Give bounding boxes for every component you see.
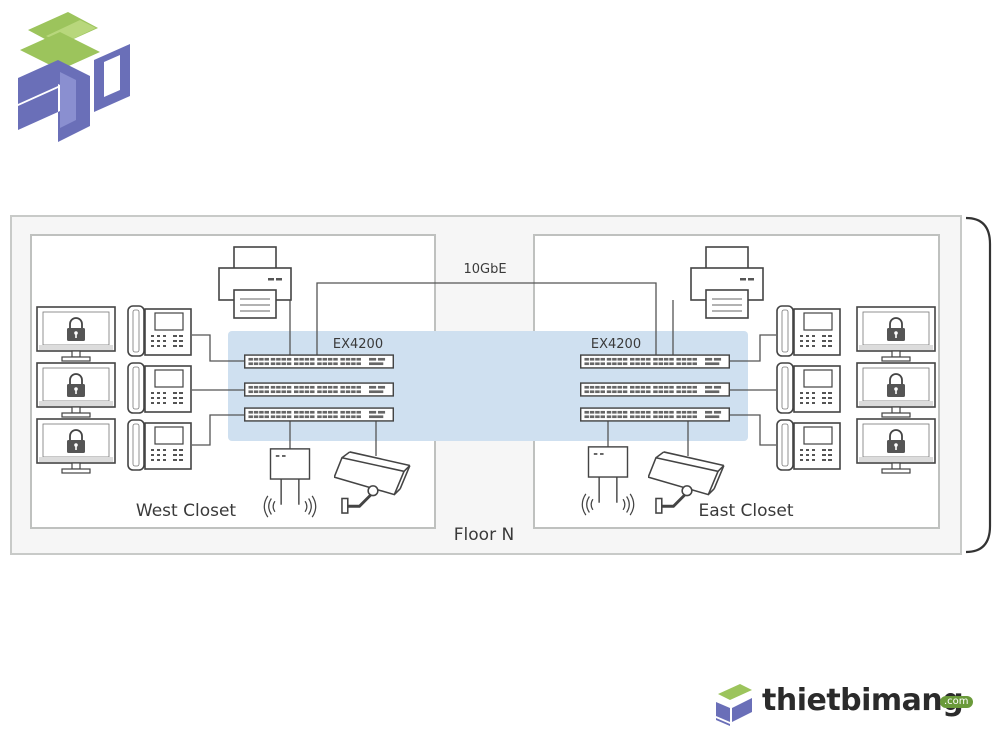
brand-mark-icon [716,684,752,726]
east-switch-3 [580,407,730,422]
brand-name: thietbimang [762,683,964,718]
east-phone-3-icon [776,419,841,471]
east-switch-2 [580,382,730,397]
floor-label: Floor N [454,525,514,545]
east-closet-label: East Closet [698,501,793,521]
east-phone-2-icon [776,362,841,414]
connection-lines [192,282,776,456]
west-phone-2-icon [127,362,192,414]
west-switch-2 [244,382,394,397]
floor-brace [965,216,992,554]
link-speed-label: 10GbE [463,262,506,277]
west-phone-3-icon [127,419,192,471]
west-phone-1-icon [127,305,192,357]
brand-tld-badge: .com [940,696,973,708]
west-switch-3 [244,407,394,422]
west-closet-label: West Closet [136,501,237,521]
east-phone-1-icon [776,305,841,357]
east-switch-1 [580,354,730,369]
west-switch-label: EX4200 [333,337,383,352]
west-switch-1 [244,354,394,369]
east-switch-label: EX4200 [591,337,641,352]
brand-logo-icon [18,12,130,142]
